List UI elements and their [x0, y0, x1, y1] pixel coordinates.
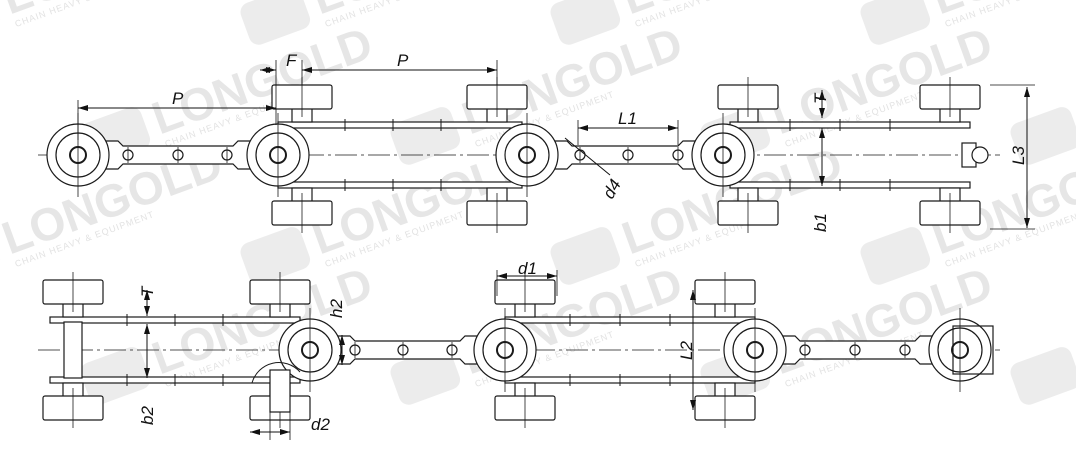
upper-plate	[277, 121, 523, 129]
upper-plate	[729, 121, 971, 129]
roller	[694, 388, 756, 428]
double-link	[729, 106, 971, 204]
roller	[717, 193, 779, 233]
dim-label-l1: L1	[618, 109, 637, 128]
end-pin	[63, 321, 83, 379]
dim-label-p-right: P	[397, 51, 409, 70]
end-attachment-eye	[971, 146, 989, 164]
roller	[494, 388, 556, 428]
roller	[42, 388, 104, 428]
upper-plate	[504, 316, 756, 324]
joint	[278, 308, 342, 392]
lower-plate	[729, 181, 971, 189]
dim-label-b1: b1	[811, 213, 830, 232]
joint	[723, 308, 787, 392]
dim-label-f: F	[286, 51, 298, 70]
dim-label-t-bottom: T	[138, 285, 157, 297]
dim-label-d1: d1	[518, 259, 537, 278]
roller	[42, 272, 104, 312]
joint	[473, 308, 537, 392]
joint	[46, 113, 110, 197]
dim-label-b2: b2	[138, 406, 157, 425]
roller	[919, 193, 981, 233]
single-link	[334, 335, 481, 365]
joint	[495, 113, 559, 197]
roller	[271, 193, 333, 233]
dim-label-p-left: P	[172, 89, 184, 108]
lower-plate	[277, 181, 523, 189]
joint	[691, 113, 755, 197]
dim-label-t-top: T	[811, 92, 830, 104]
single-link	[102, 140, 254, 170]
single-link	[551, 140, 699, 170]
dim-label-l2: L2	[677, 341, 696, 360]
section-arc	[251, 362, 301, 384]
pin-section	[269, 369, 291, 413]
roller	[694, 272, 756, 312]
dim-label-d4: d4	[599, 176, 625, 202]
dim-label-d2: d2	[311, 415, 330, 434]
end-block	[952, 325, 994, 375]
roller	[494, 272, 556, 312]
roller	[717, 77, 779, 117]
roller	[249, 272, 311, 312]
joint	[928, 308, 992, 392]
dim-line-d4	[564, 137, 611, 176]
single-link	[779, 335, 936, 365]
roller	[919, 77, 981, 117]
dim-label-l3: L3	[1009, 146, 1028, 165]
roller	[466, 193, 528, 233]
dim-label-h2: h2	[327, 299, 346, 318]
lower-plate	[504, 376, 756, 384]
joint	[246, 113, 310, 197]
